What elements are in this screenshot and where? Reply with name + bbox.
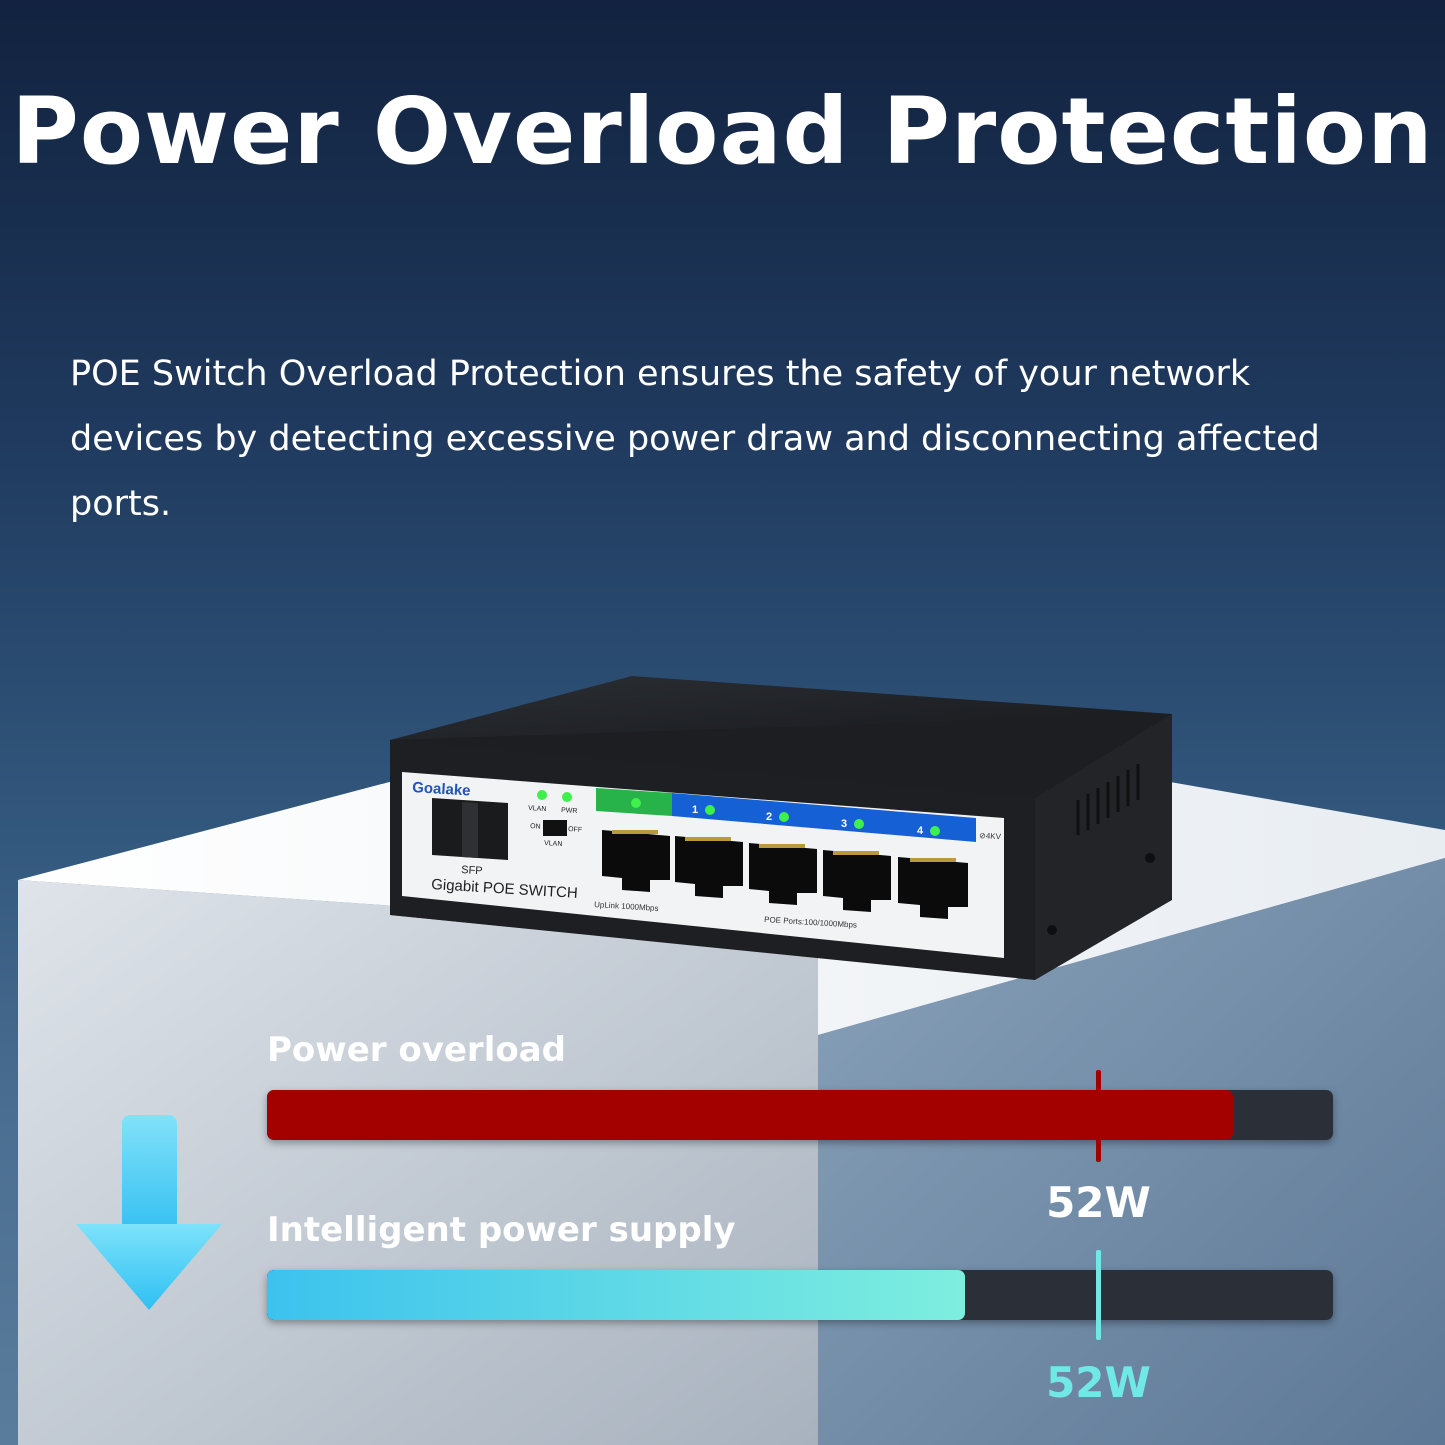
led-pwr-label: PWR [561,807,578,815]
switch-on-label: ON [530,823,541,831]
headline: Power Overload Protection [11,78,1434,185]
port-number-1: 1 [692,804,698,816]
down-arrow-icon [76,1115,222,1310]
port-number-3: 3 [841,818,847,830]
intelligent-limit-value: 52W [1046,1358,1151,1407]
switch-off-label: OFF [568,826,582,834]
surge-label: ⊘4KV [979,831,1002,841]
overload-bar-label: Power overload [267,1030,566,1070]
led-vlan-label: VLAN [528,805,547,813]
port-number-4: 4 [917,825,924,837]
intelligent-limit-marker [1096,1250,1102,1340]
uplink-label: UpLink 1000Mbps [594,900,659,913]
port-number-2: 2 [766,811,772,823]
overload-bar-fill [267,1090,1233,1140]
intelligent-bar-label: Intelligent power supply [267,1210,736,1250]
description: POE Switch Overload Protection ensures t… [70,354,1320,524]
intelligent-bar [267,1270,1333,1320]
overload-bar [267,1090,1333,1140]
poe-switch-device [390,676,1172,980]
overload-limit-value: 52W [1046,1178,1151,1227]
intelligent-bar-fill [267,1270,966,1320]
overload-limit-marker [1096,1070,1102,1162]
brand-logo: Goalake [412,779,471,800]
sfp-label: SFP [461,864,483,877]
switch-vlan-label: VLAN [544,840,563,848]
